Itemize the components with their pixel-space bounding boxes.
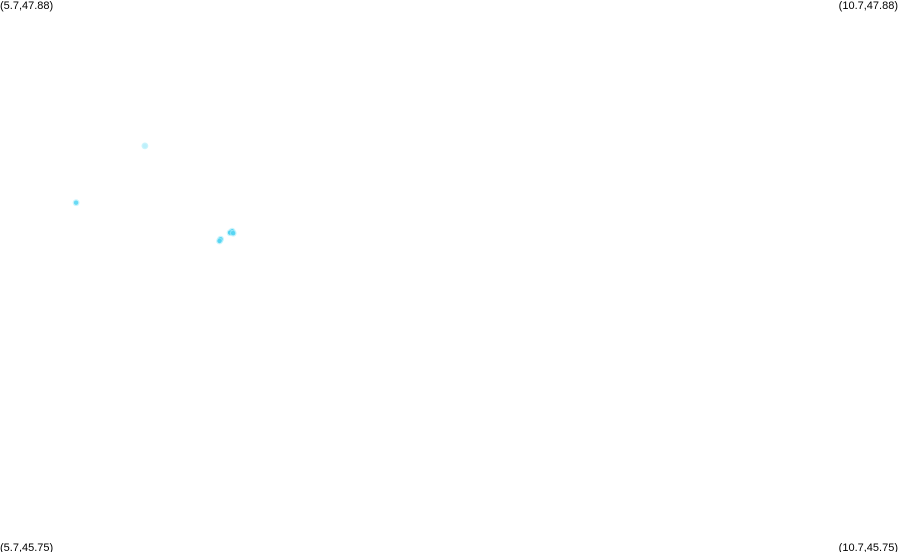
bottom-left-coordinate-label: (5.7,45.75) (0, 542, 54, 552)
data-point-1[interactable] (73, 200, 79, 205)
data-point-0[interactable] (142, 143, 148, 149)
data-point-4[interactable] (231, 231, 236, 236)
data-point-6[interactable] (217, 238, 222, 244)
bottom-right-coordinate-label: (10.7,45.75) (838, 542, 898, 552)
top-left-coordinate-label: (5.7,47.88) (0, 0, 54, 12)
data-point-halo (141, 142, 149, 150)
top-right-coordinate-label: (10.7,47.88) (838, 0, 898, 12)
